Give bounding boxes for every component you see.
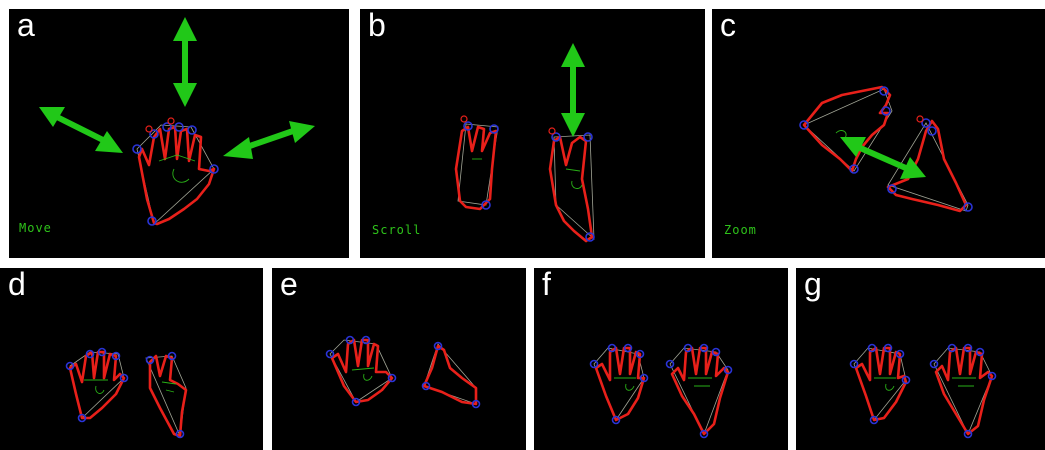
panel-g: g	[796, 268, 1045, 450]
gesture-caption-a: Move	[19, 221, 52, 235]
gesture-caption-c: Zoom	[724, 223, 757, 237]
panel-e: e	[272, 268, 526, 450]
hand-right	[931, 345, 996, 438]
hand-right	[146, 353, 186, 438]
hand-image-f	[534, 268, 788, 450]
gesture-caption-b: Scroll	[372, 223, 421, 237]
hand-left	[591, 345, 648, 424]
hand-image-c	[712, 9, 1045, 258]
arrow-left-diagonal	[39, 107, 123, 153]
open-hand	[133, 118, 218, 225]
two-finger-hand-right	[549, 128, 594, 241]
hand-image-a	[9, 9, 349, 258]
panel-a: a Mov	[9, 9, 349, 258]
hand-left	[327, 337, 396, 406]
rotated-hand-upper	[800, 87, 892, 173]
panel-f: f	[534, 268, 788, 450]
arrow-vertical-scroll	[561, 43, 585, 137]
hand-right	[423, 343, 480, 408]
two-finger-hand-left	[456, 116, 498, 209]
arrow-right-diagonal	[223, 121, 315, 159]
hand-image-b	[360, 9, 705, 258]
panel-c: c Zoom	[712, 9, 1045, 258]
hand-image-d	[0, 268, 263, 450]
hand-right	[667, 345, 732, 438]
arrow-vertical	[173, 17, 197, 107]
hand-image-e	[272, 268, 526, 450]
panel-b: b Scroll	[360, 9, 705, 258]
hand-left	[851, 345, 910, 424]
hand-image-g	[796, 268, 1045, 450]
panel-d: d	[0, 268, 263, 450]
hand-left	[67, 349, 128, 422]
